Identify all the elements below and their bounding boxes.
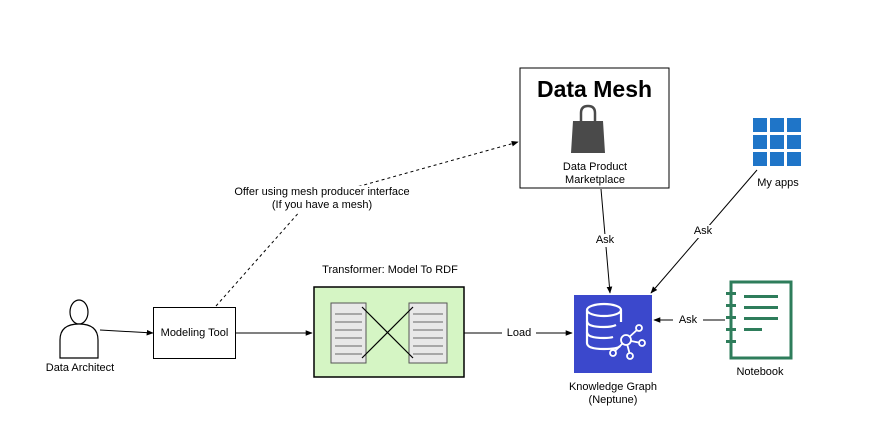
offer-edge-label-line2: (If you have a mesh) — [222, 199, 422, 212]
document-icon-left — [330, 302, 367, 364]
offer-edge-label-line1: Offer using mesh producer interface — [222, 186, 422, 199]
document-icon-right — [408, 302, 448, 364]
data-architect-label: Data Architect — [45, 362, 115, 374]
load-edge-label: Load — [502, 327, 536, 340]
ask-edge-label-notebook: Ask — [673, 314, 703, 327]
transform-cross-icon — [361, 306, 414, 359]
shopping-bag-icon — [571, 104, 605, 153]
knowledge-graph-label-line1: Knowledge Graph — [568, 381, 658, 393]
modeling-tool-label: Modeling Tool — [160, 327, 229, 339]
my-apps-label: My apps — [757, 177, 799, 189]
data-mesh-title: Data Mesh — [537, 76, 653, 102]
marketplace-label-line2: Marketplace — [565, 174, 625, 186]
notebook-label: Notebook — [736, 366, 784, 378]
notebook-icon[interactable] — [726, 280, 793, 360]
edge-architect-to-modeling — [99, 329, 154, 336]
marketplace-label-line1: Data Product — [562, 161, 628, 173]
modeling-tool-box[interactable]: Modeling Tool — [153, 307, 236, 359]
knowledge-graph-label-line2: (Neptune) — [588, 394, 638, 406]
edge-modeling-to-mesh — [215, 140, 519, 307]
user-icon — [59, 299, 99, 359]
knowledge-graph-icon[interactable] — [574, 295, 652, 373]
ask-edge-label-apps: Ask — [688, 225, 718, 238]
ask-edge-label-marketplace: Ask — [590, 234, 620, 247]
transformer-title: Transformer: Model To RDF — [322, 264, 458, 276]
apps-grid-icon — [753, 118, 801, 166]
